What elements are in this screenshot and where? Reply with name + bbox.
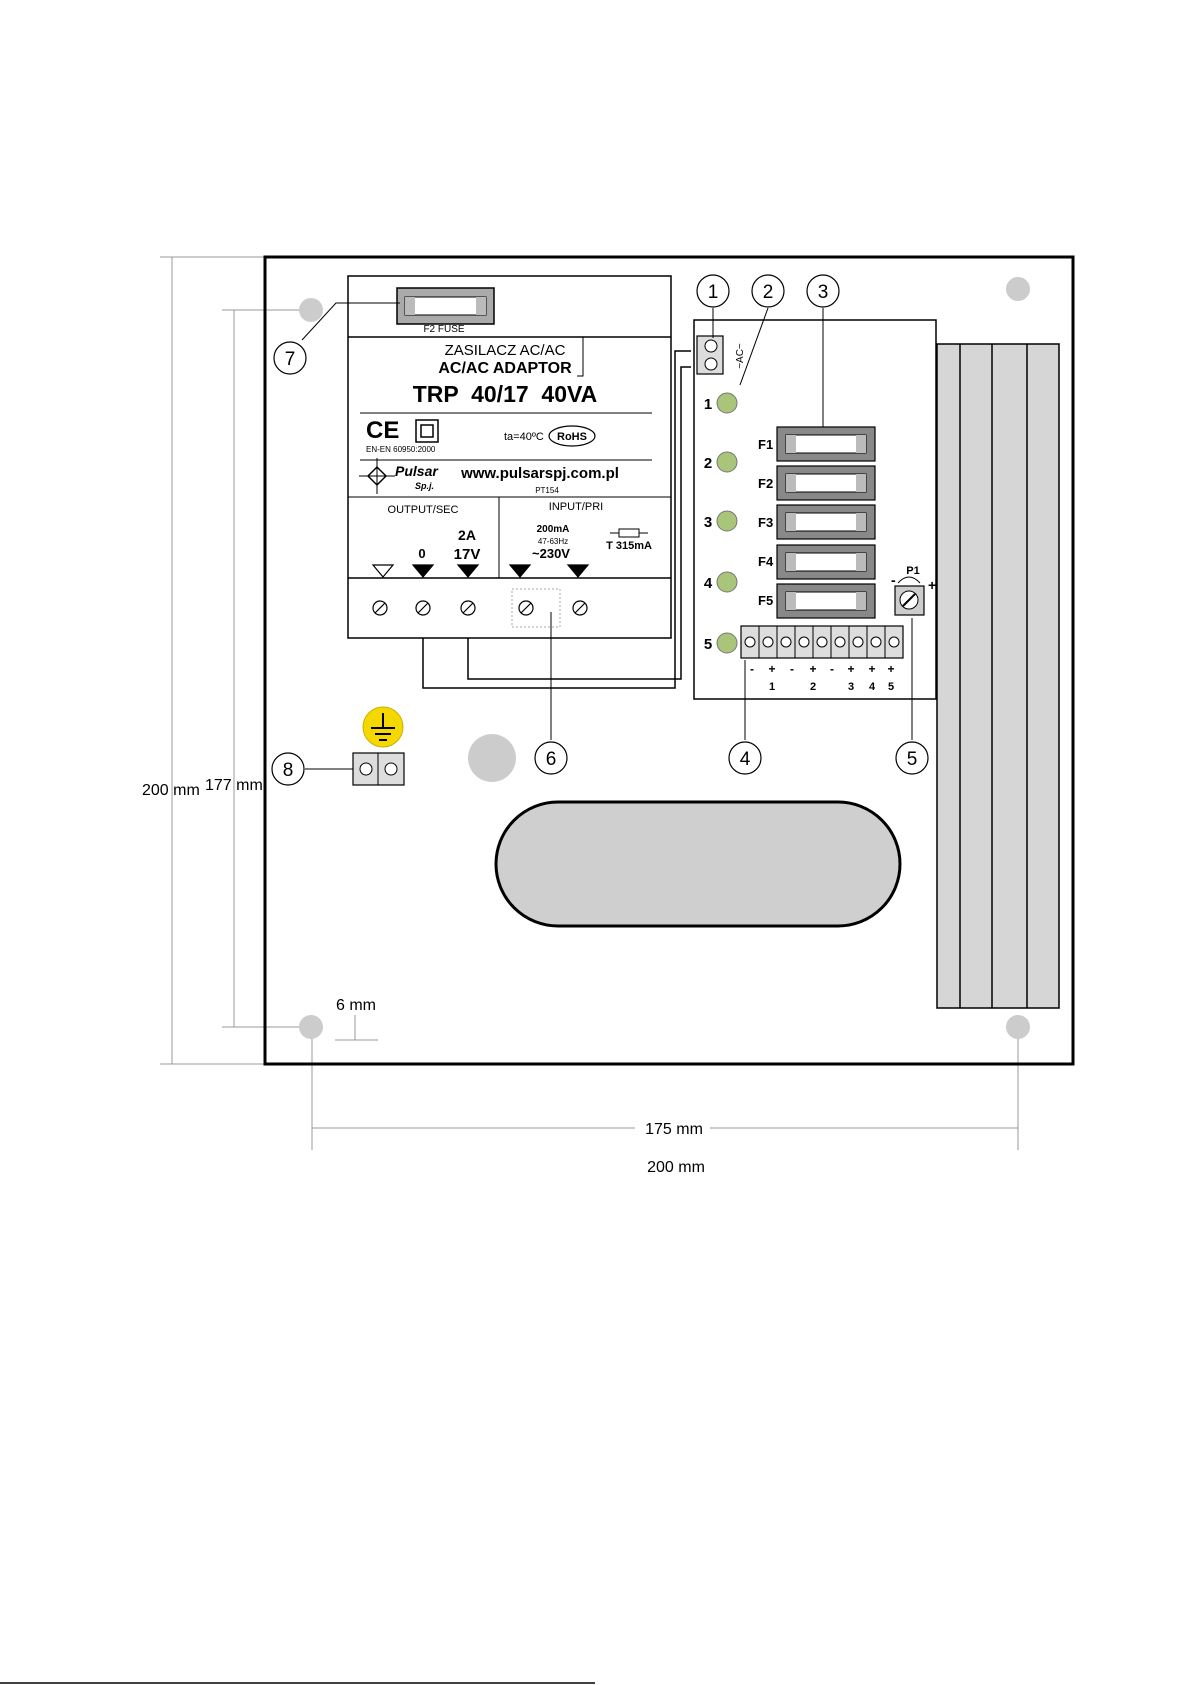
input-header: INPUT/PRI xyxy=(549,501,603,513)
callout-4: 4 xyxy=(729,742,761,774)
dim-hole-spacing: 175 mm xyxy=(645,1121,703,1138)
pot-minus: - xyxy=(891,572,896,588)
callout-6: 6 xyxy=(535,742,567,774)
terminal-sign: - xyxy=(830,662,834,676)
transformer-model: TRP 40/17 40VA xyxy=(413,381,598,407)
website: www.pulsarspj.com.pl xyxy=(460,465,619,482)
transformer: F2 FUSE ZASILACZ AC/AC AC/AC ADAPTOR TRP… xyxy=(348,276,671,638)
led-label-5: 5 xyxy=(704,636,712,653)
mounting-hole xyxy=(1006,1015,1030,1039)
callout-7: 7 xyxy=(274,342,306,374)
dim-inner-height: 177 mm xyxy=(205,777,263,794)
mounting-hole xyxy=(299,1015,323,1039)
callout-8: 8 xyxy=(272,753,304,785)
transformer-title-en: AC/AC ADAPTOR xyxy=(438,360,572,377)
brand-name: Pulsar xyxy=(395,463,439,479)
led xyxy=(717,393,737,413)
callout-3: 3 xyxy=(807,275,839,307)
led xyxy=(717,633,737,653)
led xyxy=(717,452,737,472)
terminal-sign: + xyxy=(887,662,894,676)
led-label-1: 1 xyxy=(704,396,712,413)
terminal-number: 5 xyxy=(888,681,894,693)
pot-plus: + xyxy=(928,577,936,593)
fuse-f1 xyxy=(777,427,875,461)
svg-text:RoHS: RoHS xyxy=(557,431,587,443)
svg-text:5: 5 xyxy=(907,749,918,770)
terminal-sign: + xyxy=(847,662,854,676)
terminal-number: 4 xyxy=(869,681,876,693)
psu-board: ~AC~ 1 2 3 4 5 xyxy=(694,320,936,699)
svg-text:6: 6 xyxy=(546,749,557,770)
earth-terminal xyxy=(353,753,404,785)
output-voltage: 17V xyxy=(454,546,481,563)
fuse-f2 xyxy=(777,466,875,500)
rohs-badge: RoHS xyxy=(549,426,595,446)
svg-text:2: 2 xyxy=(763,282,774,303)
dim-outer-width: 200 mm xyxy=(647,1159,705,1176)
svg-text:1: 1 xyxy=(708,282,719,303)
dim-outer-height: 200 mm xyxy=(142,782,200,799)
input-freq: 47-63Hz xyxy=(538,537,568,546)
standard-text: EN-EN 60950:2000 xyxy=(366,445,436,454)
svg-text:8: 8 xyxy=(283,760,294,781)
fuse-f4 xyxy=(777,545,875,579)
product-code: PT154 xyxy=(535,486,559,495)
ac-label: ~AC~ xyxy=(735,343,746,369)
pot-label: P1 xyxy=(906,565,919,577)
led-label-3: 3 xyxy=(704,514,712,531)
led-label-2: 2 xyxy=(704,455,712,472)
led xyxy=(717,511,737,531)
input-current: 200mA xyxy=(537,524,570,535)
svg-text:4: 4 xyxy=(740,749,751,770)
ce-mark: CE xyxy=(366,417,399,444)
svg-text:3: 3 xyxy=(818,282,829,303)
fuse-label-f3: F3 xyxy=(758,515,773,530)
brand-sub: Sp.j. xyxy=(415,481,434,491)
led-label-4: 4 xyxy=(704,575,713,592)
fuse-f5 xyxy=(777,584,875,618)
callout-1: 1 xyxy=(697,275,729,307)
cable-knockout xyxy=(468,734,516,782)
fuse-label-f1: F1 xyxy=(758,437,773,452)
heatsink xyxy=(937,344,1059,1008)
terminal-number: 1 xyxy=(769,681,775,693)
output-zero: 0 xyxy=(418,546,425,561)
output-header: OUTPUT/SEC xyxy=(388,504,459,516)
input-fuse: T 315mA xyxy=(606,540,652,552)
svg-text:7: 7 xyxy=(285,349,296,370)
input-voltage: ~230V xyxy=(532,546,570,561)
fuse-label-f5: F5 xyxy=(758,593,773,608)
fuse-label-f4: F4 xyxy=(758,554,774,569)
fuse-label-f2: F2 xyxy=(758,476,773,491)
f2-fuse-label: F2 FUSE xyxy=(423,324,464,335)
callout-2: 2 xyxy=(752,275,784,307)
terminal-sign: + xyxy=(868,662,875,676)
output-terminal-strip xyxy=(741,626,903,658)
terminal-number: 2 xyxy=(810,681,816,693)
terminal-sign: + xyxy=(809,662,816,676)
ambient-temp: ta=40ºC xyxy=(504,431,544,443)
terminal-sign: + xyxy=(768,662,775,676)
transformer-title-pl: ZASILACZ AC/AC xyxy=(445,342,566,359)
terminal-number: 3 xyxy=(848,681,854,693)
terminal-sign: - xyxy=(790,662,794,676)
led xyxy=(717,572,737,592)
earth-ground-icon xyxy=(363,707,403,747)
callout-5: 5 xyxy=(896,742,928,774)
fuse-f3 xyxy=(777,505,875,539)
terminal-sign: - xyxy=(750,662,754,676)
output-current: 2A xyxy=(458,527,476,543)
cable-window xyxy=(496,802,900,926)
dim-hole-offset: 6 mm xyxy=(336,997,376,1014)
mounting-hole xyxy=(299,298,323,322)
mounting-hole xyxy=(1006,277,1030,301)
